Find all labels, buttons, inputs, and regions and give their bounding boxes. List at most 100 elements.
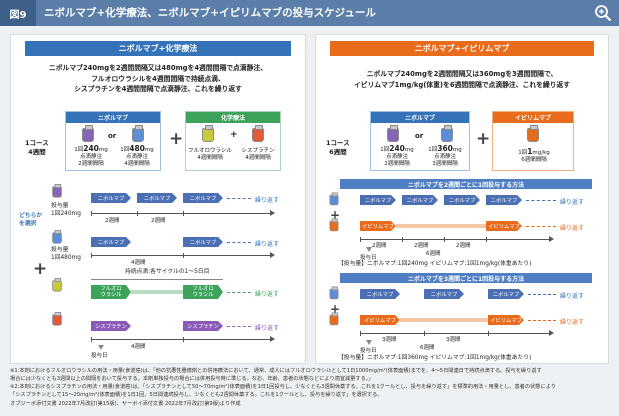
continuation-line — [227, 292, 251, 293]
interval-label: 6週間 — [420, 345, 435, 351]
or-label: or — [108, 132, 117, 140]
repeat-label: 繰り返す — [255, 197, 280, 204]
regimen-description: ニボルマブ240mgを2週間間隔又は480mgを4週間間隔で点滴静注、 フルオロ… — [48, 64, 268, 93]
nivolumab-dose-bar: ニボルマブ — [91, 193, 131, 203]
nivolumab-dose-bar: ニボルマブ — [360, 289, 400, 299]
interval-label: 3週間 — [446, 337, 461, 343]
dosing-day-marker — [98, 345, 104, 350]
repeat-label: 繰り返す — [560, 293, 585, 300]
tick — [488, 331, 489, 336]
continuous-infusion-note: 持続点滴:各サイクルの1〜5日目 — [125, 269, 210, 275]
ipilimumab-dose-bar: イピリムマブ — [488, 315, 524, 325]
interval-label: 3週間 — [382, 337, 397, 343]
dosing-day-marker — [366, 340, 372, 345]
vial-icon — [132, 125, 144, 142]
tick — [486, 237, 487, 242]
nivolumab-dose-bar: ニボルマブ — [360, 195, 396, 205]
continuation-line — [526, 200, 556, 201]
nivolumab-dose-bar: ニボルマブ — [444, 195, 480, 205]
nivolumab-dose-bar: ニボルマブ — [488, 289, 524, 299]
figure-number: 図9 — [0, 0, 36, 26]
continuation-line — [526, 226, 556, 227]
source-note: オプジーボ添付文書 2022年7月改訂(第15版)、ヤーボイ添付文書 2022年… — [10, 401, 241, 407]
timeline-axis — [91, 251, 275, 259]
nivolumab-dose-bar: ニボルマブ — [183, 193, 223, 203]
zoom-in-icon[interactable] — [594, 4, 612, 22]
tick — [424, 331, 425, 336]
interval-label: 6週間 — [426, 251, 441, 257]
panel-heading: ニボルマブ+イピリムマブ — [330, 41, 594, 56]
box-title: ニボルマブ — [66, 112, 160, 123]
footnote-2-cont: 「シスプラチンとして15〜20mg/m²(体表面積)を1日1回、5日間連続投与し… — [10, 392, 383, 398]
plus-icon: + — [33, 259, 48, 279]
vial-icon — [202, 125, 214, 142]
ipilimumab-dose-bar: イピリムマブ — [486, 221, 522, 231]
interval-label: 2週間 — [105, 218, 120, 224]
interval-label: 2週間 — [151, 218, 166, 224]
nivolumab-dose-bar: ニボルマブ — [424, 289, 464, 299]
plus-icon: + — [330, 302, 341, 316]
timeline-axis — [360, 329, 554, 337]
vial-icon — [82, 125, 94, 142]
plus-icon: + — [169, 129, 184, 149]
rest-period-bar — [396, 224, 486, 228]
tick — [444, 237, 445, 242]
fluorouracil-bar: フルオロウラシル — [183, 285, 223, 299]
nivolumab-dose-bar: ニボルマブ — [137, 193, 177, 203]
figure-title: ニボルマブ+化学療法、ニボルマブ+イピリムマブの投与スケジュール — [44, 7, 376, 19]
repeat-label: 繰り返す — [255, 325, 280, 332]
vial-icon — [329, 218, 339, 232]
vial-icon — [329, 312, 339, 326]
rest-period-bar — [400, 318, 488, 322]
nivolumab-ipilimumab-panel: ニボルマブ+イピリムマブ ニボルマブ240mgを2週間間隔又は360mgを3週間… — [315, 34, 609, 364]
repeat-label: 繰り返す — [560, 225, 585, 232]
vial-icon — [52, 277, 62, 292]
vial-icon — [441, 125, 453, 142]
tick — [402, 237, 403, 242]
tick — [91, 253, 92, 258]
ipilimumab-dose-bar: イピリムマブ — [360, 221, 396, 231]
continuation-line — [528, 294, 556, 295]
figure-header — [0, 0, 619, 26]
infusion-span-line — [91, 279, 223, 280]
nivolumab-dose-bar: ニボルマブ — [183, 237, 223, 247]
method-3-weekly-title: ニボルマブを3週間ごとに1回投与する方法 — [340, 273, 592, 283]
tick — [183, 211, 184, 216]
box-title: ニボルマブ — [371, 112, 469, 123]
footnote-1: ※1:本剤におけるフルオロウラシルの用法・用量(食道癌)は、「他の抗悪性腫瘍剤と… — [10, 368, 542, 374]
vial-icon — [387, 125, 399, 142]
continuation-line — [227, 326, 251, 327]
timeline-axis — [91, 209, 275, 217]
repeat-label: 繰り返す — [560, 199, 585, 206]
tick — [360, 331, 361, 336]
dosing-day-label: 投与日 — [91, 353, 108, 359]
method-2-weekly-title: ニボルマブを2週間ごとに1回投与する方法 — [340, 179, 592, 189]
regimen-description: ニボルマブ240mgを2週間間隔又は360mgを3週間間隔で、 イピリムマブ1m… — [353, 70, 571, 89]
vial-icon — [252, 125, 264, 142]
interval-label: 2週間 — [456, 243, 471, 249]
cisplatin-bar: シスプラチン — [183, 321, 223, 331]
footnote-1-cont: 場合には少なくとも3週間以上の間隔をおいて投与する。本剤単独投与の場合には併用投… — [10, 376, 374, 382]
repeat-label: 繰り返す — [255, 291, 280, 298]
interval-label: 4週間 — [131, 344, 146, 350]
nivolumab-dose-bar: ニボルマブ — [402, 195, 438, 205]
continuation-line — [227, 198, 251, 199]
ipilimumab-dose-bar: イピリムマブ — [360, 315, 400, 325]
nivolumab-dose-bar: ニボルマブ — [486, 195, 522, 205]
box-title: 化学療法 — [186, 112, 280, 123]
method-1-dose-note: 【投与量】ニボルマブ:1回240mg イピリムマブ:1回1mg/kg(体重あたり… — [338, 261, 532, 267]
vial-icon — [329, 286, 339, 300]
vial-icon — [329, 192, 339, 206]
timeline-axis — [360, 235, 554, 243]
method-2-dose-note: 【投与量】ニボルマブ:1回360mg イピリムマブ:1回1mg/kg(体重あたり… — [338, 355, 532, 361]
plus-icon: + — [330, 208, 341, 222]
